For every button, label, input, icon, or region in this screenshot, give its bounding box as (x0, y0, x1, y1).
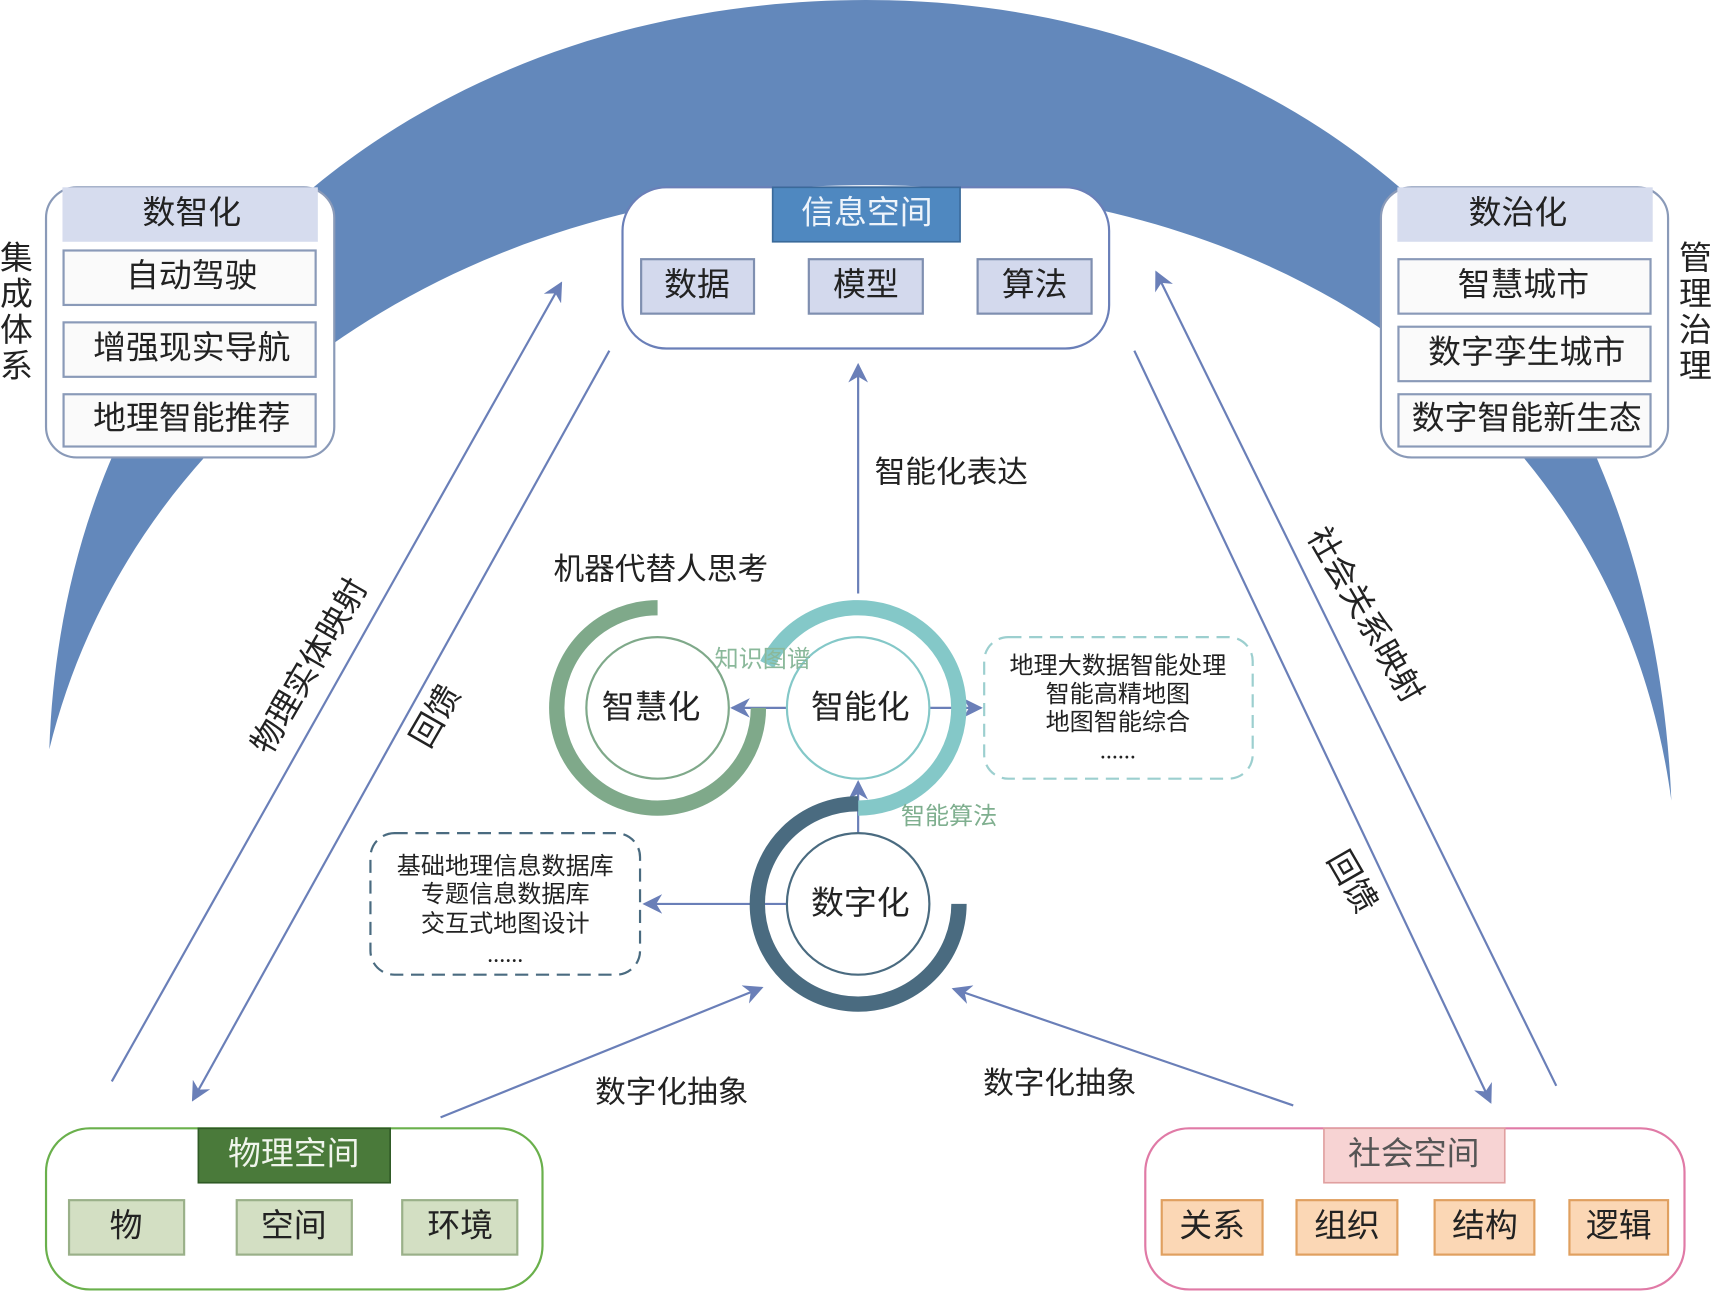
social-space-item: 结构 (1452, 1207, 1518, 1244)
svg-text:治: 治 (1679, 312, 1712, 349)
physical-space-title: 物理空间 (228, 1135, 359, 1172)
svg-text:管: 管 (1679, 240, 1712, 277)
wisdom-ring (549, 600, 767, 816)
physical-space-panel: 物理空间 物 空间 环境 (44, 1127, 544, 1291)
social-mapping-label: 社会关系映射 (1300, 521, 1431, 709)
svg-text:系: 系 (0, 349, 33, 385)
right-panel-title: 数治化 (1469, 195, 1568, 232)
intelligent-circle (785, 636, 931, 780)
physical-space-item: 物 (110, 1207, 143, 1244)
digital-circle (785, 832, 931, 976)
svg-text:交互式地图设计: 交互式地图设计 (421, 911, 590, 938)
right-panel-item: 数字孪生城市 (1428, 334, 1625, 371)
digital-detail-box: 基础地理信息数据库 专题信息数据库 交互式地图设计 ...... (369, 832, 642, 976)
social-mapping-arrow (1155, 270, 1558, 1087)
intelligent-label: 智能化 (811, 689, 910, 726)
left-panel-item: 地理智能推荐 (93, 400, 290, 437)
info-space-item: 算法 (1002, 266, 1068, 303)
right-panel-item: 数字智能新生态 (1412, 400, 1642, 437)
abstraction-left-arrow (440, 985, 764, 1119)
physical-space-item: 空间 (261, 1207, 327, 1244)
svg-text:理: 理 (1679, 349, 1712, 385)
digital-ring (749, 796, 967, 1012)
digital-label: 数字化 (811, 885, 910, 922)
svg-text:地理大数据智能处理: 地理大数据智能处理 (1009, 653, 1226, 680)
social-space-header (1323, 1127, 1506, 1184)
svg-text:......: ...... (1100, 739, 1136, 765)
svg-text:地图智能综合: 地图智能综合 (1046, 709, 1191, 736)
physical-mapping-label: 物理实体映射 (244, 572, 375, 760)
social-space-item: 逻辑 (1586, 1207, 1652, 1244)
social-space-item: 组织 (1314, 1207, 1380, 1244)
social-space-title: 社会空间 (1348, 1135, 1479, 1172)
svg-text:集: 集 (0, 240, 33, 277)
svg-text:智能高精地图: 智能高精地图 (1046, 681, 1191, 708)
wisdom-label: 智慧化 (602, 689, 701, 726)
svg-text:理: 理 (1679, 277, 1712, 313)
physical-mapping-arrow (110, 281, 563, 1082)
intelligent-ring (760, 600, 967, 816)
digital-abstraction-right-label: 数字化抽象 (983, 1067, 1136, 1101)
info-space-panel: 信息空间 数据 模型 算法 (621, 186, 1111, 350)
svg-text:专题信息数据库: 专题信息数据库 (421, 881, 590, 908)
knowledge-graph-label: 知识图谱 (715, 646, 811, 673)
svg-text:体: 体 (0, 312, 33, 349)
info-space-item: 数据 (664, 266, 730, 303)
info-space-item: 模型 (833, 266, 899, 303)
physical-space-item: 环境 (427, 1207, 493, 1244)
left-panel-item: 自动驾驶 (126, 258, 257, 295)
info-space-title: 信息空间 (801, 195, 932, 232)
svg-text:......: ...... (487, 942, 523, 968)
feedback-left-arrow (191, 350, 611, 1102)
left-panel-header (62, 187, 318, 242)
abstraction-right-arrow (951, 985, 1294, 1107)
integration-arc (49, 0, 1672, 801)
physical-space-header (197, 1127, 391, 1184)
machine-thinking-label: 机器代替人思考 (553, 553, 768, 587)
intelligent-expression-label: 智能化表达 (875, 456, 1028, 490)
right-side-label: 管 理 治 理 (1679, 240, 1712, 385)
feedback-left-label: 回馈 (403, 679, 468, 754)
left-side-label: 集 成 体 系 (0, 240, 33, 385)
right-panel-header (1397, 187, 1653, 242)
left-panel-item: 增强现实导航 (93, 330, 290, 367)
feedback-right-arrow (1133, 350, 1492, 1104)
svg-text:成: 成 (0, 276, 33, 313)
intelligent-algorithm-label: 智能算法 (901, 803, 997, 830)
intelligent-detail-box: 地理大数据智能处理 智能高精地图 地图智能综合 ...... (983, 636, 1254, 780)
svg-text:基础地理信息数据库: 基础地理信息数据库 (397, 853, 614, 880)
left-panel: 数智化 自动驾驶 增强现实导航 地理智能推荐 (44, 186, 336, 459)
connector-lines (110, 270, 1558, 1119)
social-space-panel: 社会空间 关系 组织 结构 逻辑 (1144, 1127, 1686, 1291)
digital-abstraction-left-label: 数字化抽象 (595, 1075, 748, 1109)
wisdom-circle (585, 636, 730, 780)
info-space-header (771, 186, 961, 243)
right-panel: 数治化 智慧城市 数字孪生城市 数字智能新生态 (1379, 186, 1670, 459)
social-space-item: 关系 (1179, 1207, 1245, 1244)
left-panel-title: 数智化 (142, 195, 241, 232)
right-panel-item: 智慧城市 (1458, 266, 1589, 303)
